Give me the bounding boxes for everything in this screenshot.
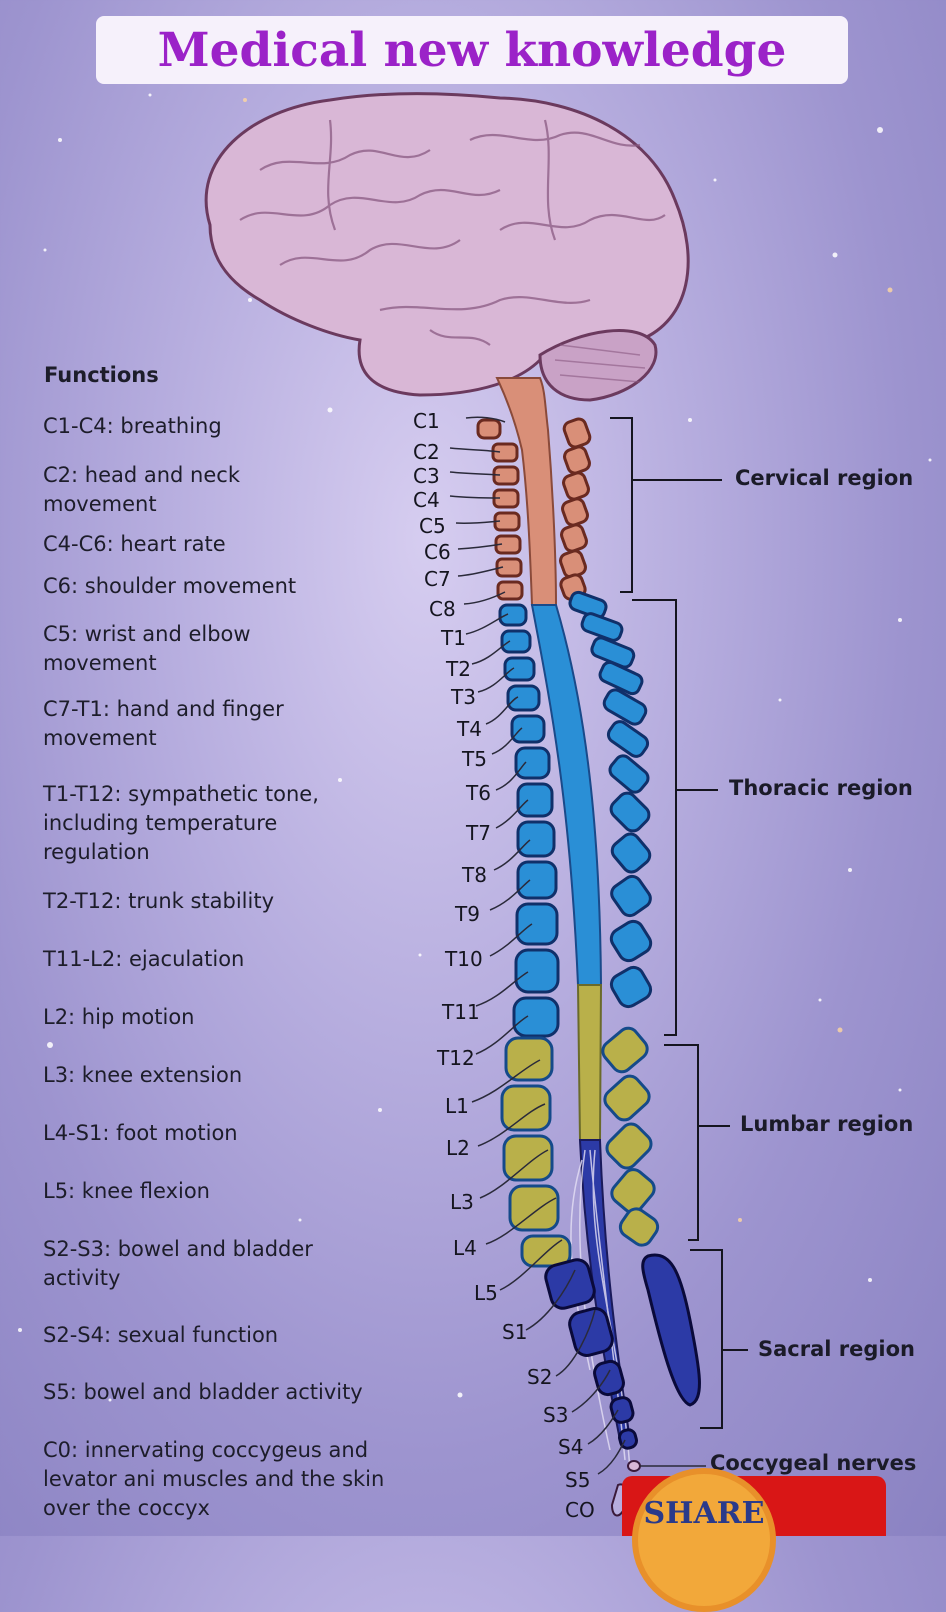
vertebra-label: T4 [456,717,482,741]
function-item: S5: bowel and bladder activity [43,1380,363,1404]
region-label-sacral: Sacral region [758,1337,915,1361]
vertebra-label: T11 [441,1000,480,1024]
vertebra-label: T10 [444,947,483,971]
title-banner: Medical new knowledge [96,16,848,84]
function-item: S2-S4: sexual function [43,1323,279,1347]
vertebra-label: CO [565,1498,595,1522]
function-item: C6: shoulder movement [43,574,297,598]
function-item: C1-C4: breathing [43,414,222,438]
brain-illustration [204,92,690,402]
vertebra-label: C7 [424,567,451,591]
vertebra-labels: C1 C2 C3 C4 C5 C6 C7 C8 T1 T2 T3 T4 T5 T… [413,409,595,1522]
functions-title: Functions [44,363,159,387]
function-item: C7-T1: hand and finger movement [43,697,284,750]
function-item: L4-S1: foot motion [43,1121,238,1145]
vertebra-label: T6 [465,781,491,805]
banner-title: Medical new knowledge [157,22,787,78]
vertebra-label: C5 [419,514,446,538]
vertebra-label: L1 [445,1094,469,1118]
vertebra-label: T8 [461,863,487,887]
vertebra-label: T12 [436,1046,475,1070]
function-item: C4-C6: heart rate [43,532,226,556]
function-item: L3: knee extension [43,1063,243,1087]
vertebra-label: L2 [446,1136,470,1160]
vertebra-label: L4 [453,1236,477,1260]
vertebra-label: T2 [445,657,471,681]
vertebra-label: S2 [527,1365,552,1389]
vertebra-label: C1 [413,409,440,433]
vertebra-label: S3 [543,1403,568,1427]
vertebra-label: S5 [565,1468,590,1492]
function-item: C2: head and neck movement [43,463,240,516]
region-label-lumbar: Lumbar region [740,1112,914,1136]
vertebra-label: C6 [424,540,451,564]
region-brackets [610,417,748,1429]
vertebra-label: L3 [450,1190,474,1214]
region-label-cervical: Cervical region [735,466,914,490]
vertebra-label: C4 [413,488,440,512]
function-item: S2-S3: bowel and bladder activity [43,1237,313,1290]
vertebra-label: T1 [440,626,466,650]
vertebra-label: T7 [465,821,491,845]
vertebra-label: C8 [429,597,456,621]
function-item: L2: hip motion [43,1005,195,1029]
function-item: T11-L2: ejaculation [43,947,245,971]
share-button[interactable]: SHARE [632,1468,776,1612]
function-item: C5: wrist and elbow movement [43,622,251,675]
region-label-coccygeal: Coccygeal nerves [710,1451,917,1475]
share-label: SHARE [643,1496,765,1531]
vertebra-label: L5 [474,1281,498,1305]
vertebra-label: T5 [461,747,487,771]
vertebra-label: T9 [454,902,480,926]
function-item: T2-T12: trunk stability [43,889,274,913]
vertebra-label: C3 [413,464,440,488]
vertebra-label: T3 [450,685,476,709]
function-item: C0: innervating coccygeus and levator an… [43,1438,385,1520]
function-item: T1-T12: sympathetic tone, including temp… [43,782,319,864]
function-item: L5: knee flexion [43,1179,210,1203]
vertebra-label: C2 [413,440,440,464]
spinal-cord-diagram: C1 C2 C3 C4 C5 C6 C7 C8 T1 T2 T3 T4 T5 T… [204,92,748,1522]
vertebra-label: S1 [502,1320,527,1344]
region-label-thoracic: Thoracic region [729,776,913,800]
vertebra-label: S4 [558,1435,583,1459]
